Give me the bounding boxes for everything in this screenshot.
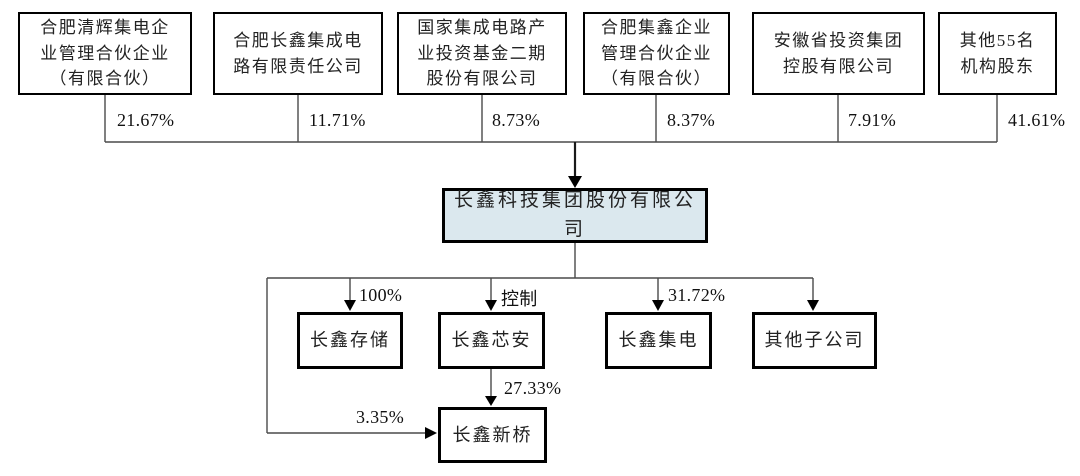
parent-inflow-arrow <box>568 142 582 188</box>
shareholder-box-jixin: 合肥集鑫企业 管理合伙企业 （有限合伙） <box>583 12 730 95</box>
shareholder-name-line: 管理合伙企业 <box>601 43 712 63</box>
shareholding-pct-label: 21.67% <box>117 110 175 130</box>
edge-label-jidian-pct: 31.72% <box>668 285 726 305</box>
parent-company-box: 长鑫科技集团股份有限公司 <box>442 188 708 243</box>
arrowheads <box>344 300 819 439</box>
parent-company-name: 长鑫科技集团股份有限公司 <box>453 190 696 240</box>
shareholder-edges <box>104 95 998 143</box>
subsidiary-box-xinqiao: 长鑫新桥 <box>438 407 547 463</box>
subsidiary-name: 长鑫集电 <box>618 330 699 350</box>
shareholder-name-line: 国家集成电路产 <box>417 18 547 38</box>
shareholder-name-line: 股份有限公司 <box>426 69 538 89</box>
shareholder-name-line: 合肥长鑫集成电 <box>233 31 363 50</box>
edge-label-xinqiao-from-parent-pct: 3.35% <box>356 407 404 427</box>
edge-label-xinqiao-from-xinan-pct: 27.33% <box>504 378 562 398</box>
shareholder-box-anhui-invest: 安徽省投资集团 控股有限公司 <box>752 12 925 95</box>
shareholder-name-line: 路有限责任公司 <box>233 56 363 76</box>
subsidiary-name: 长鑫芯安 <box>451 330 532 350</box>
shareholder-name-line: 其他55名 <box>959 31 1036 50</box>
subsidiary-edges <box>266 243 814 434</box>
shareholder-name-line: 安徽省投资集团 <box>773 31 904 50</box>
shareholder-name-line: 业管理合伙企业 <box>40 43 170 63</box>
subsidiary-name: 长鑫新桥 <box>452 424 533 445</box>
shareholding-pct-label: 41.61% <box>1008 110 1066 130</box>
shareholder-box-national-ic-fund: 国家集成电路产 业投资基金二期 股份有限公司 <box>397 12 567 95</box>
shareholder-name-line: 控股有限公司 <box>783 56 894 76</box>
edge-label-cxmt-pct: 100% <box>359 285 403 305</box>
shareholder-box-changxin-jicheng: 合肥长鑫集成电 路有限责任公司 <box>213 12 383 95</box>
shareholder-name-line: 业投资基金二期 <box>417 43 547 63</box>
shareholder-name-line: （有限合伙） <box>601 69 712 89</box>
shareholding-pct-label: 7.91% <box>848 110 896 130</box>
subsidiary-box-other: 其他子公司 <box>752 312 877 369</box>
edge-label-xinan-control: 控制 <box>501 289 538 309</box>
shareholder-name-line: （有限合伙） <box>49 69 161 89</box>
subsidiary-box-xinan: 长鑫芯安 <box>438 312 545 369</box>
shareholder-name-line: 合肥集鑫企业 <box>601 18 712 38</box>
shareholding-pct-label: 8.73% <box>492 110 540 130</box>
subsidiary-box-jidian: 长鑫集电 <box>605 312 712 369</box>
shareholder-box-qinghui: 合肥清辉集电企 业管理合伙企业 （有限合伙） <box>18 12 192 95</box>
shareholding-pct-label: 11.71% <box>309 110 366 130</box>
shareholding-pct-label: 8.37% <box>667 110 715 130</box>
subsidiary-name: 其他子公司 <box>764 330 865 350</box>
shareholder-name-line: 合肥清辉集电企 <box>40 18 170 38</box>
shareholder-box-other-55: 其他55名 机构股东 <box>938 12 1057 95</box>
subsidiary-name: 长鑫存储 <box>310 330 390 350</box>
subsidiary-box-cxmt: 长鑫存储 <box>297 312 403 369</box>
shareholder-name-line: 机构股东 <box>960 56 1035 76</box>
